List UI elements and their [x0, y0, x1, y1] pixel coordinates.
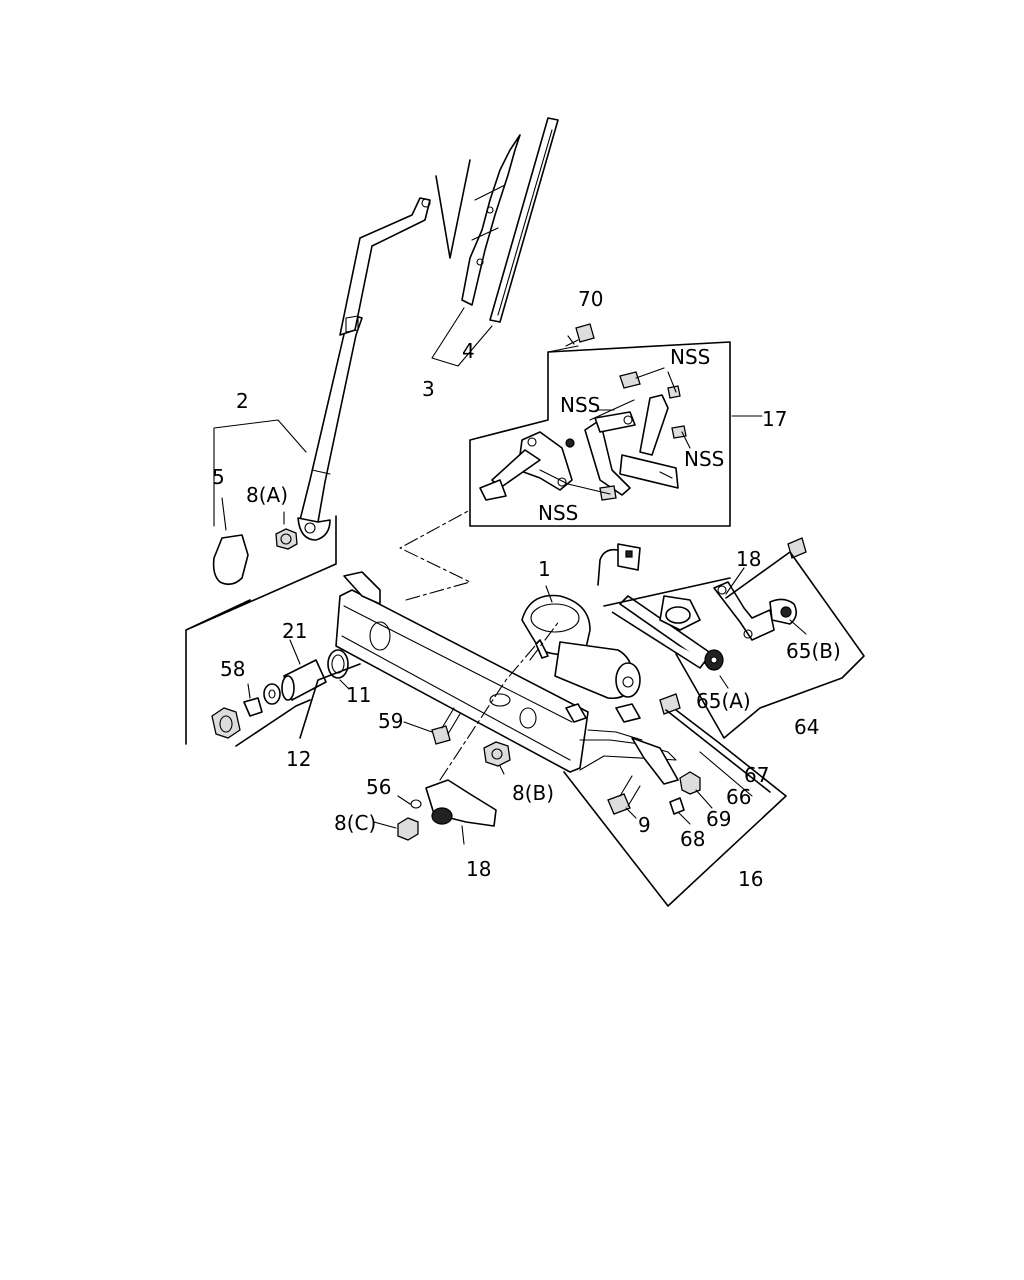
dashed-centre-lines — [399, 509, 561, 781]
wiper-rubber — [489, 117, 559, 323]
label-65b: 65(B) — [786, 639, 841, 663]
callout-labels: 1 2 3 4 5 8(A) 8(B) 8(C) 9 11 12 16 17 1… — [212, 287, 841, 891]
label-4: 4 — [462, 339, 475, 363]
label-65a: 65(A) — [696, 689, 751, 713]
pivot-housing — [479, 431, 573, 501]
label-1: 1 — [538, 557, 551, 581]
washer-56 — [410, 799, 422, 809]
wiper-blade — [461, 134, 521, 306]
label-nss-bottom: NSS — [538, 501, 578, 525]
screw-70 — [565, 323, 595, 347]
leader-67 — [665, 709, 771, 793]
ring-11 — [327, 649, 349, 679]
bolt-67 — [659, 693, 681, 715]
pivot-bracket — [619, 394, 679, 489]
label-18-lower: 18 — [466, 857, 491, 881]
nss-screws — [599, 371, 687, 501]
label-69: 69 — [706, 807, 731, 831]
label-21: 21 — [282, 619, 307, 643]
label-67: 67 — [744, 763, 769, 787]
bracket-lines-12 — [185, 515, 361, 745]
bracket-lines-16 — [563, 709, 787, 907]
label-2: 2 — [236, 389, 249, 413]
leader-lines — [213, 307, 807, 845]
label-11: 11 — [346, 683, 371, 707]
bolt-59 — [431, 707, 461, 745]
washer — [263, 683, 281, 705]
stud-58 — [243, 697, 263, 717]
break-line — [435, 159, 471, 259]
pivot-link — [565, 411, 636, 496]
label-nss-left: NSS — [560, 393, 600, 417]
bracket-66 — [615, 703, 679, 785]
nut-8b — [483, 741, 511, 767]
screw-top-right — [787, 537, 807, 559]
label-70: 70 — [578, 287, 603, 311]
pivot-group-box — [469, 341, 731, 527]
mounting-frame — [335, 571, 677, 773]
nut-8a — [275, 528, 298, 550]
bushing-65a — [704, 649, 724, 671]
label-9: 9 — [638, 813, 651, 837]
label-58: 58 — [220, 657, 245, 681]
bolt-9 — [607, 775, 641, 815]
pivot-18-lower — [425, 779, 497, 827]
label-8b: 8(B) — [512, 781, 554, 805]
clip-68 — [669, 797, 685, 815]
label-66: 66 — [726, 785, 751, 809]
wiper-arm — [297, 197, 431, 541]
leader-12 — [235, 699, 311, 747]
label-68: 68 — [680, 827, 705, 851]
nut-8c — [397, 817, 419, 841]
label-8a: 8(A) — [246, 483, 288, 507]
label-5: 5 — [212, 465, 225, 489]
label-3: 3 — [422, 377, 435, 401]
label-59: 59 — [378, 709, 403, 733]
label-nss-right: NSS — [684, 447, 724, 471]
linkage-rod — [611, 581, 798, 669]
label-18-upper: 18 — [736, 547, 761, 571]
label-64: 64 — [794, 715, 819, 739]
label-12: 12 — [286, 747, 311, 771]
label-16: 16 — [738, 867, 763, 891]
label-17: 17 — [762, 407, 787, 431]
label-8c: 8(C) — [334, 811, 376, 835]
label-56: 56 — [366, 775, 391, 799]
label-nss-top: NSS — [670, 345, 710, 369]
nut-69 — [679, 771, 701, 795]
nut-12 — [211, 707, 241, 739]
arm-cap — [212, 534, 249, 586]
bushing-21 — [281, 659, 327, 701]
